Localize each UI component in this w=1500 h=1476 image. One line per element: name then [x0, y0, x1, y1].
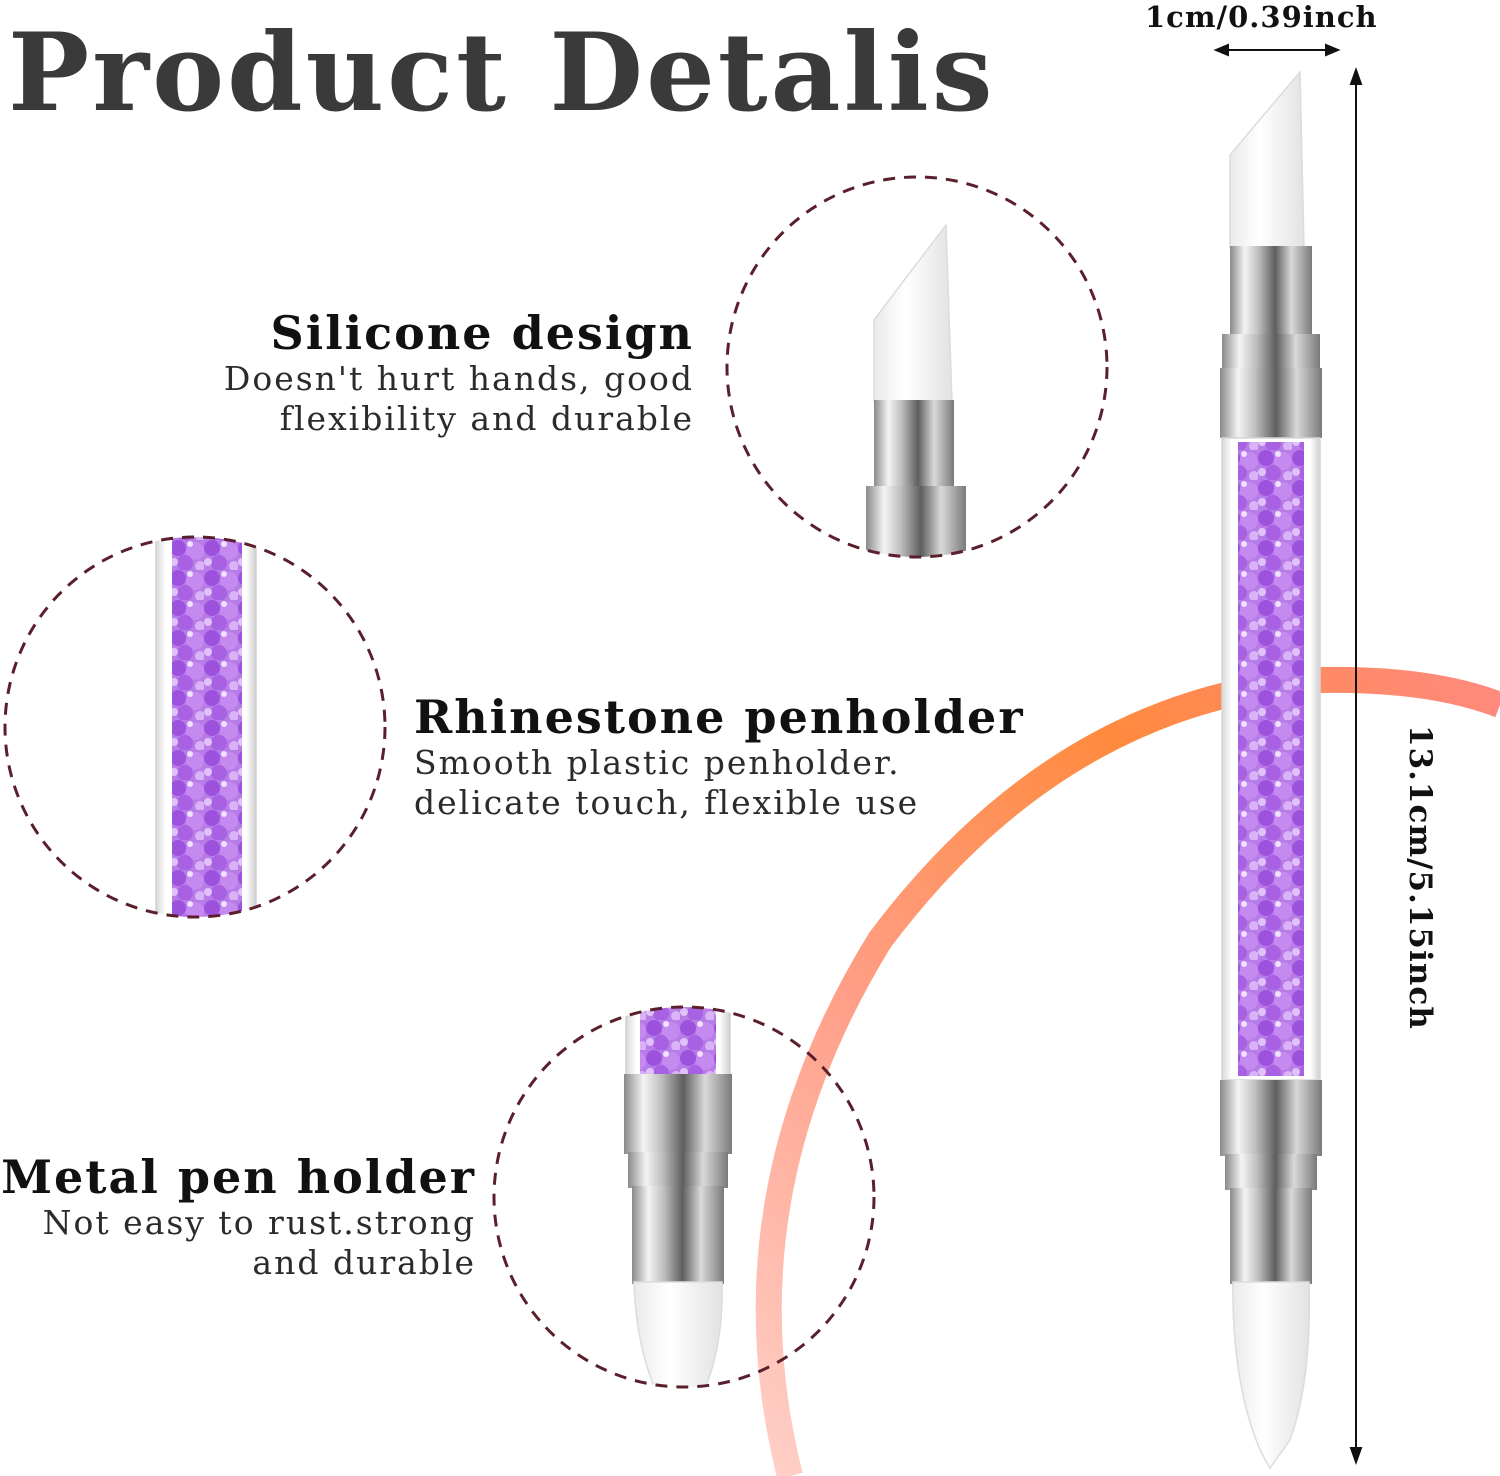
width-arrow [1213, 43, 1341, 57]
metal-detail-circle [492, 1005, 876, 1389]
feature-heading: Silicone design [270, 306, 694, 360]
feature-description-line: flexibility and durable [279, 398, 694, 438]
feature-description-line: Not easy to rust.strong [42, 1202, 476, 1242]
silicone-detail-circle [725, 175, 1109, 559]
feature-description-line: and durable [252, 1242, 476, 1282]
feature-description-line: delicate touch, flexible use [414, 782, 920, 822]
width-label: 1cm/0.39inch [1145, 0, 1378, 34]
feature-heading: Metal pen holder [1, 1150, 476, 1204]
feature-description-line: Doesn't hurt hands, good [223, 358, 694, 398]
rhinestone-detail-circle [3, 535, 387, 919]
length-label: 13.1cm/5.15inch [1402, 725, 1438, 1030]
decorative-arc [755, 666, 1500, 1476]
page-title: Product Detalis [8, 10, 996, 136]
feature-metal: Metal pen holder Not easy to rust.strong… [1, 1152, 476, 1283]
main-pen [1220, 70, 1322, 1470]
feature-rhinestone: Rhinestone penholder Smooth plastic penh… [414, 692, 1025, 823]
bottom-silicone-tip [1232, 1281, 1311, 1470]
feature-heading: Rhinestone penholder [414, 690, 1025, 744]
feature-description-line: Smooth plastic penholder. [414, 742, 901, 782]
top-metal-ferrule [1230, 246, 1312, 336]
length-arrow [1349, 67, 1363, 1465]
bottom-metal-ferrule [1230, 1188, 1312, 1284]
feature-silicone: Silicone design Doesn't hurt hands, good… [224, 308, 694, 439]
top-silicone-tip [1229, 70, 1305, 249]
